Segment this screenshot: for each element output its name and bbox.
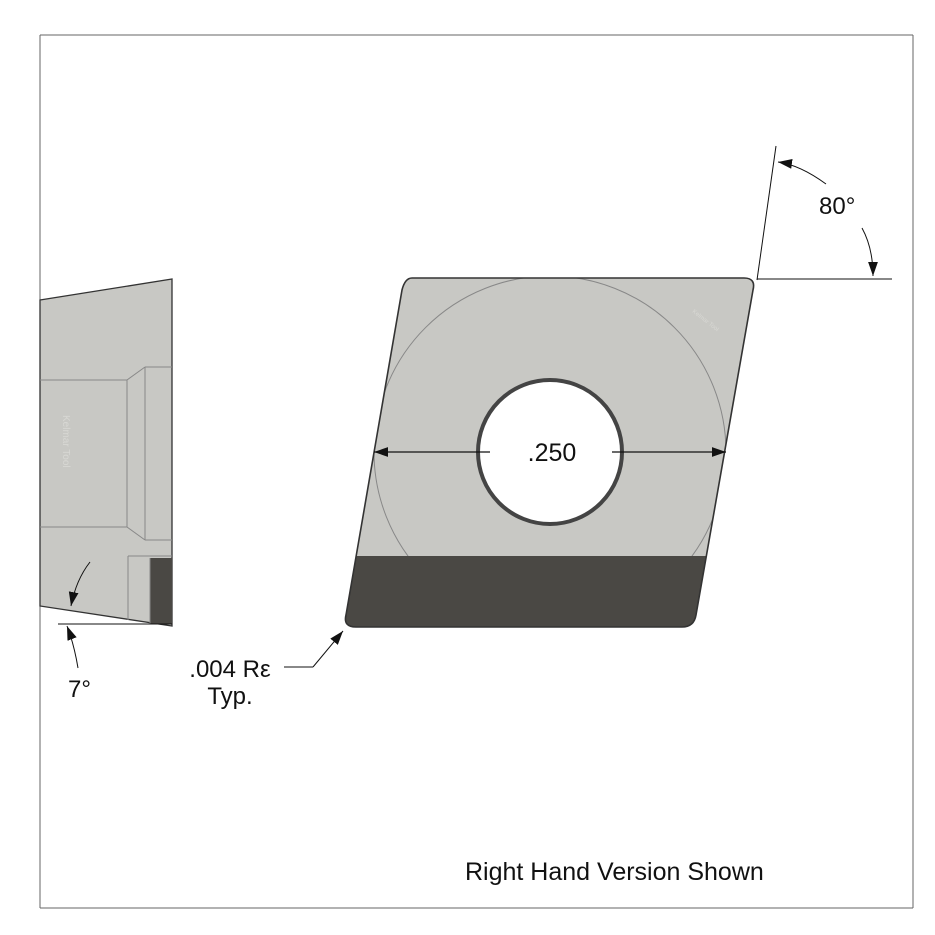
included-angle-dimension: 80° (756, 145, 892, 281)
hole-diameter-label: .250 (528, 439, 577, 467)
insert-top-view: Kelmar Tool (344, 277, 755, 628)
insert-side-view: Kelmar Tool (39, 278, 173, 627)
corner-radius-label: .004 Rε (189, 656, 271, 683)
chip-face (345, 556, 754, 627)
clearance-angle-dimension: 7° (58, 561, 172, 703)
side-chip-face (150, 558, 172, 624)
clearance-angle-label: 7° (68, 676, 91, 703)
corner-radius-note: Typ. (207, 683, 252, 710)
caption: Right Hand Version Shown (465, 858, 764, 886)
side-watermark: Kelmar Tool (60, 415, 71, 468)
hole-diameter-dimension: .250 (374, 439, 726, 467)
drawing-border (39, 34, 914, 909)
corner-radius-callout: .004 Rε Typ. (189, 630, 344, 710)
included-angle-label: 80° (819, 193, 855, 220)
